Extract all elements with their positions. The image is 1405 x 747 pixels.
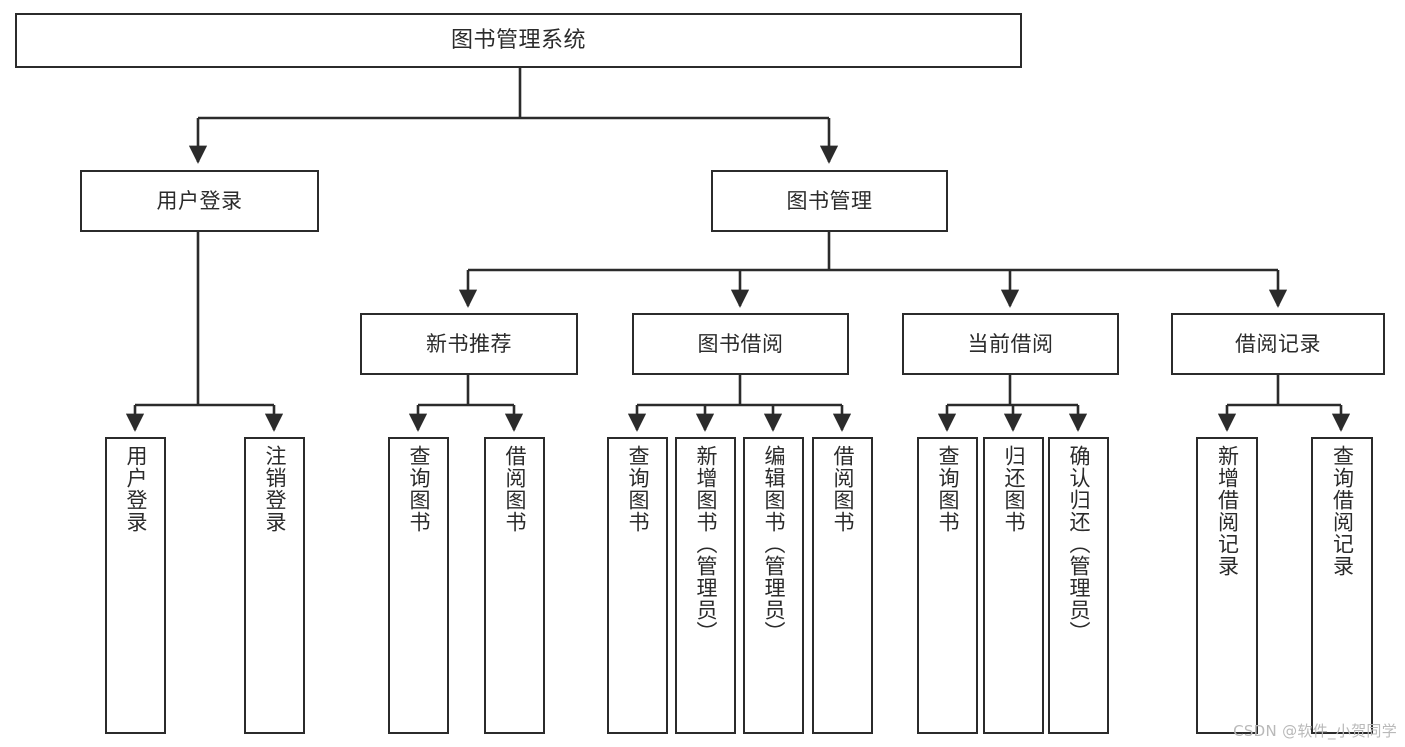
node-leaf-borrow-book-2[interactable]: 借阅图书 <box>812 437 873 734</box>
node-leaf-query-borrow-record[interactable]: 查询借阅记录 <box>1311 437 1373 734</box>
node-book-borrowing[interactable]: 图书借阅 <box>632 313 849 375</box>
node-leaf-query-book-3[interactable]: 查询图书 <box>917 437 978 734</box>
node-leaf-add-borrow-record[interactable]: 新增借阅记录 <box>1196 437 1258 734</box>
node-label: 查询图书 <box>936 445 960 533</box>
node-leaf-confirm-return[interactable]: 确认归还（管理员） <box>1048 437 1109 734</box>
node-label: 图书借阅 <box>697 331 784 356</box>
node-book-management[interactable]: 图书管理 <box>711 170 948 232</box>
node-label: 查询图书 <box>407 445 431 533</box>
node-leaf-borrow-book-1[interactable]: 借阅图书 <box>484 437 545 734</box>
node-leaf-add-book[interactable]: 新增图书（管理员） <box>675 437 736 734</box>
node-leaf-return-book[interactable]: 归还图书 <box>983 437 1044 734</box>
node-label: 确认归还（管理员） <box>1067 445 1091 643</box>
node-leaf-user-login[interactable]: 用户登录 <box>105 437 166 734</box>
node-label: 借阅图书 <box>503 445 527 533</box>
node-label: 用户登录 <box>124 445 148 533</box>
node-label: 查询图书 <box>626 445 650 533</box>
node-label: 图书管理 <box>786 188 873 213</box>
node-label: 归还图书 <box>1002 445 1026 533</box>
node-label: 新增图书（管理员） <box>694 445 718 643</box>
node-label: 新书推荐 <box>426 331 512 356</box>
node-label: 借阅记录 <box>1235 331 1321 356</box>
node-label: 查询借阅记录 <box>1330 445 1355 577</box>
node-leaf-edit-book[interactable]: 编辑图书（管理员） <box>743 437 804 734</box>
node-label: 当前借阅 <box>967 331 1054 356</box>
node-label: 借阅图书 <box>831 445 855 533</box>
node-label: 注销登录 <box>263 445 287 533</box>
node-current-borrowing[interactable]: 当前借阅 <box>902 313 1119 375</box>
node-new-book-recommendation[interactable]: 新书推荐 <box>360 313 578 375</box>
node-leaf-query-book-1[interactable]: 查询图书 <box>388 437 449 734</box>
node-label: 图书管理系统 <box>450 27 586 53</box>
node-root-book-management-system[interactable]: 图书管理系统 <box>15 13 1022 68</box>
node-leaf-logout[interactable]: 注销登录 <box>244 437 305 734</box>
node-user-login[interactable]: 用户登录 <box>80 170 319 232</box>
node-label: 用户登录 <box>156 188 243 213</box>
node-borrowing-record[interactable]: 借阅记录 <box>1171 313 1385 375</box>
node-label: 编辑图书（管理员） <box>762 445 786 643</box>
node-label: 新增借阅记录 <box>1215 445 1240 577</box>
node-leaf-query-book-2[interactable]: 查询图书 <box>607 437 668 734</box>
